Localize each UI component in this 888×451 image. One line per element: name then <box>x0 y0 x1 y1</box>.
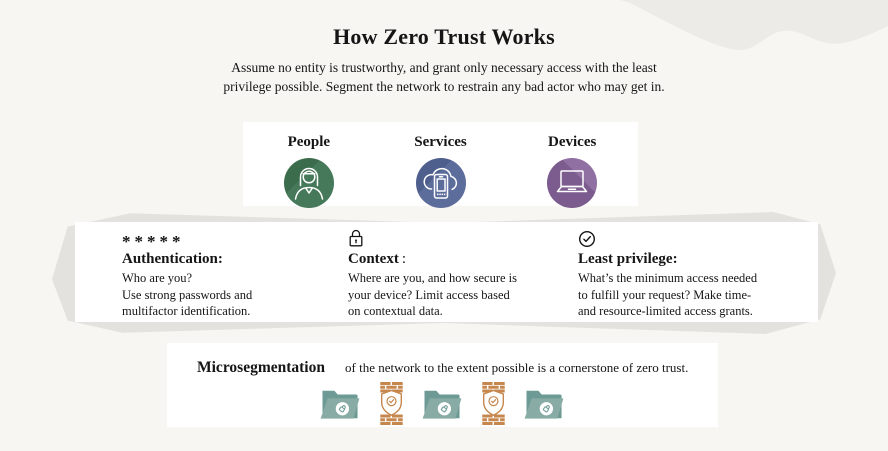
firewall-icon <box>482 382 505 425</box>
authentication-line-3: multifactor identification. <box>122 304 251 318</box>
entity-devices: Devices <box>506 122 638 208</box>
microsegmentation-text: of the network to the extent possible is… <box>345 360 689 375</box>
entity-label-devices: Devices <box>548 134 597 150</box>
folder-icon <box>524 390 564 419</box>
least-privilege-line-2: to fulfill your request? Make time- <box>578 287 752 302</box>
microsegmentation-heading: Microsegmentation <box>197 359 325 376</box>
least-privilege-heading: Least privilege: <box>578 251 678 267</box>
principle-context: Context: Where are you, and how secure i… <box>348 222 578 322</box>
password-asterisks: ***** <box>122 232 185 251</box>
folder-icon <box>422 390 462 419</box>
least-privilege-line-3: and resource-limited access grants. <box>578 304 753 318</box>
authentication-heading: Authentication: <box>122 251 223 267</box>
entity-people: People <box>243 122 375 208</box>
authentication-line-2: Use strong passwords and <box>122 287 253 302</box>
subtitle-line-1: Assume no entity is trustworthy, and gra… <box>231 60 657 75</box>
principle-least-privilege: Least privilege: What’s the minimum acce… <box>578 222 808 322</box>
principle-authentication: ***** Authentication: Who are you? Use s… <box>122 222 348 322</box>
cloud-phone-icon <box>415 158 466 208</box>
lock-icon <box>348 227 578 248</box>
context-heading: Context <box>348 251 399 267</box>
context-line-1: Where are you, and how secure is <box>348 271 518 285</box>
page-subtitle: Assume no entity is trustworthy, and gra… <box>0 58 888 96</box>
microsegmentation-icons-row <box>167 382 718 425</box>
authentication-line-1: Who are you? <box>122 271 193 285</box>
folder-icon <box>320 390 360 419</box>
firewall-icon <box>380 382 403 425</box>
entities-card: People Services <box>243 122 638 208</box>
subtitle-line-2: privilege possible. Segment the network … <box>223 79 665 94</box>
context-line-2: your device? Limit access based <box>348 287 510 302</box>
context-line-3: on contextual data. <box>348 304 443 318</box>
check-circle-icon <box>578 227 808 248</box>
least-privilege-line-1: What’s the minimum access needed <box>578 271 758 285</box>
principles-band: ***** Authentication: Who are you? Use s… <box>75 222 818 322</box>
background-blob-shape <box>620 0 888 51</box>
laptop-icon <box>547 158 598 208</box>
person-icon <box>283 158 334 208</box>
entity-label-services: Services <box>414 134 467 150</box>
entity-label-people: People <box>287 134 331 150</box>
page-title: How Zero Trust Works <box>333 24 555 49</box>
entity-services: Services <box>375 122 507 208</box>
microsegmentation-card: Microsegmentation of the network to the … <box>167 343 718 427</box>
